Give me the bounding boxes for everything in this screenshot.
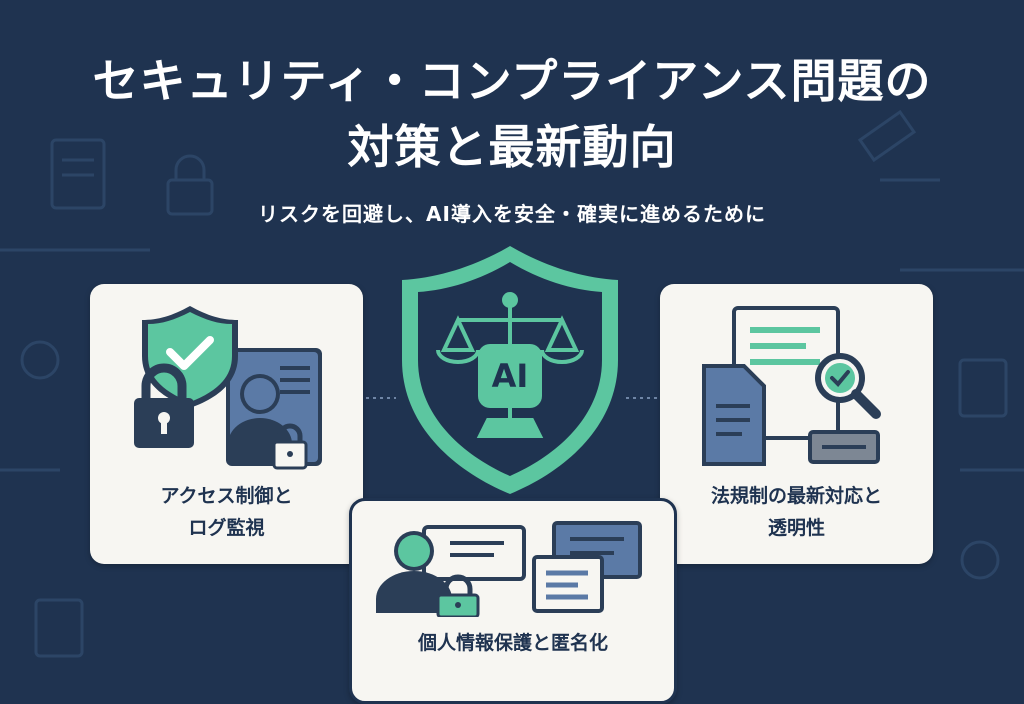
- user-privacy-icon: [376, 521, 642, 617]
- page-title: セキュリティ・コンプライアンス問題の 対策と最新動向: [0, 48, 1024, 180]
- card-access-control-line-2: ログ監視: [188, 517, 265, 539]
- page-subtitle: リスクを回避し、AI導入を安全・確実に進めるために: [258, 202, 766, 226]
- connector-right: [626, 397, 658, 399]
- background-decoration: [0, 109, 1024, 658]
- title-line-2: 対策と最新動向: [347, 120, 677, 174]
- card-access-control: アクセス制御と ログ監視: [90, 284, 363, 564]
- card-regulation-line-2: 透明性: [767, 517, 825, 539]
- card-access-control-label: アクセス制御と ログ監視: [90, 480, 363, 544]
- lock-user-icon: [134, 306, 322, 470]
- ai-badge-text: AI: [491, 357, 529, 395]
- card-regulation: 法規制の最新対応と 透明性: [660, 284, 933, 564]
- card-regulation-line-1: 法規制の最新対応と: [710, 485, 882, 507]
- card-privacy-label: 個人情報保護と匿名化: [352, 627, 674, 659]
- card-regulation-label: 法規制の最新対応と 透明性: [660, 480, 933, 544]
- card-access-control-line-1: アクセス制御と: [160, 485, 293, 507]
- card-privacy-line-1: 個人情報保護と匿名化: [417, 632, 608, 654]
- card-privacy: 個人情報保護と匿名化: [349, 498, 677, 704]
- connector-left: [366, 397, 396, 399]
- document-check-icon: [702, 306, 881, 466]
- ai-shield-icon: [402, 246, 618, 494]
- title-line-1: セキュリティ・コンプライアンス問題の: [92, 54, 932, 108]
